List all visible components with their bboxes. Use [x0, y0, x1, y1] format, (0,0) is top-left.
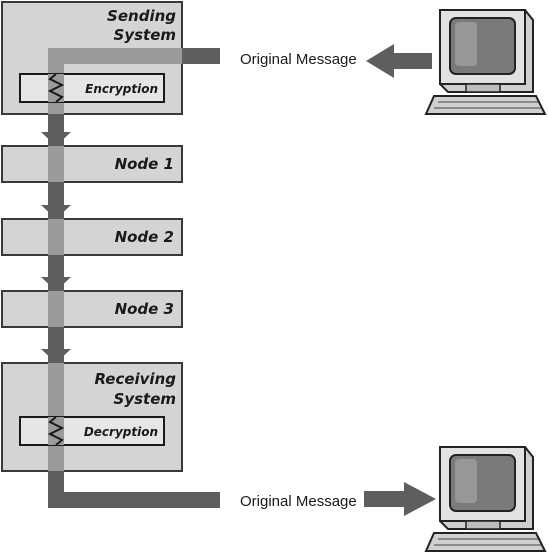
node-1-label: Node 1: [115, 155, 174, 173]
node-2-box: Node 2: [1, 218, 183, 256]
sending-system-title-line1: Sending: [107, 7, 176, 25]
node-3-label: Node 3: [115, 300, 174, 318]
original-message-bottom-label: Original Message: [240, 493, 357, 510]
receiver-computer-icon: [424, 446, 547, 552]
decryption-box: Decryption: [19, 416, 165, 446]
down-arrow-1: [41, 132, 71, 146]
sender-computer-icon: [424, 9, 547, 115]
encryption-box: Encryption: [19, 73, 165, 103]
encryption-squiggle-icon: [47, 73, 65, 103]
decryption-squiggle-icon: [47, 416, 65, 446]
original-message-top-label: Original Message: [240, 51, 357, 68]
decryption-label: Decryption: [84, 425, 158, 439]
down-arrow-3: [41, 277, 71, 291]
sending-system-title-line2: System: [114, 26, 176, 44]
encryption-label: Encryption: [85, 82, 158, 96]
down-arrow-2: [41, 205, 71, 219]
right-arrow-icon: [364, 482, 436, 516]
node-3-box: Node 3: [1, 290, 183, 328]
receiving-system-title-line2: System: [114, 390, 176, 408]
left-arrow-icon: [366, 44, 432, 78]
node-1-box: Node 1: [1, 145, 183, 183]
receiving-system-title-line1: Receiving: [94, 370, 176, 388]
node-2-label: Node 2: [115, 228, 174, 246]
down-arrow-4: [41, 349, 71, 363]
